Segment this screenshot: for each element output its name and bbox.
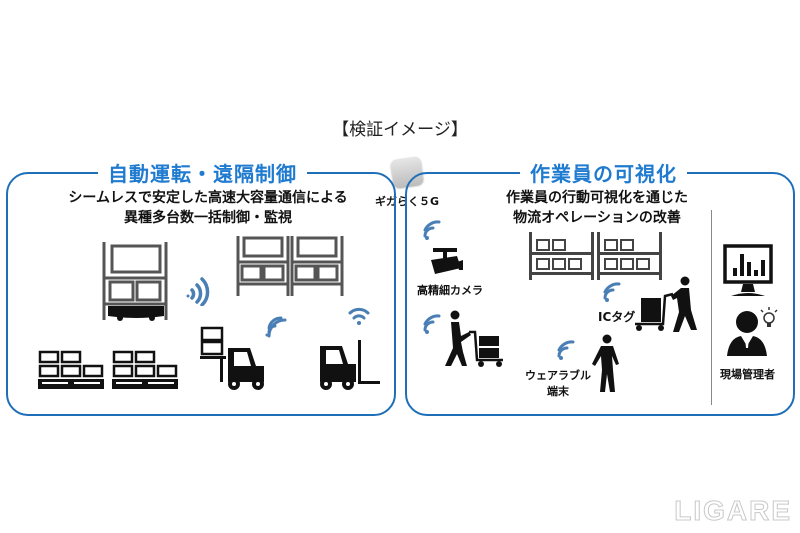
panel-subtitle: 作業員の行動可視化を通じた 物流オペレーションの改善	[477, 188, 717, 228]
forklift-icon	[200, 326, 264, 390]
walking-worker-icon	[592, 334, 619, 392]
wearable-label-line-2: 端末	[547, 385, 569, 398]
wifi-icon	[603, 282, 621, 302]
panel-worker-visualization: 作業員の可視化 作業員の行動可視化を通じた 物流オペレーションの改善 高精細カメ…	[405, 158, 795, 416]
security-camera-icon	[431, 248, 463, 274]
storage-shelf-icon	[529, 232, 662, 280]
subtitle-line-2: 異種多台数一括制御・監視	[124, 210, 292, 226]
pallet-boxes-icon	[112, 350, 178, 389]
worker-with-cart-icon	[445, 310, 503, 367]
section-divider	[711, 210, 712, 405]
wifi-icon	[423, 314, 441, 334]
panel-title: 作業員の可視化	[520, 158, 687, 187]
pallet-boxes-icon	[38, 350, 104, 389]
wearable-label-line-1: ウェアラブル	[525, 369, 591, 382]
wifi-icon	[423, 220, 441, 240]
storage-shelf-icon	[236, 236, 344, 296]
watermark-logo: LIGARE	[674, 495, 792, 527]
dashboard-monitor-icon	[723, 244, 773, 296]
panel-autonomous-control: 自動運転・遠隔制御 シームレスで安定した高速大容量通信による 異種多台数一括制御…	[6, 158, 396, 416]
subtitle-line-1: 作業員の行動可視化を通じた	[506, 190, 688, 206]
worker-with-cart-icon	[635, 276, 697, 332]
subtitle-line-2: 物流オペレーションの改善	[513, 210, 681, 226]
agv-shelf-icon	[102, 242, 168, 321]
panel-title: 自動運転・遠隔制御	[98, 158, 307, 187]
wifi-icon	[348, 307, 370, 325]
wearable-label: ウェアラブル 端末	[525, 368, 591, 400]
manager-label: 現場管理者	[720, 368, 775, 381]
wifi-icon	[265, 316, 287, 338]
camera-label: 高精細カメラ	[417, 284, 483, 297]
forklift-icon	[320, 340, 380, 390]
wifi-icon	[186, 277, 210, 306]
network-label: ギガらく５G	[375, 195, 440, 208]
wifi-icon	[557, 340, 575, 360]
panel-subtitle: シームレスで安定した高速大容量通信による 異種多台数一括制御・監視	[48, 188, 368, 228]
figure-caption: 【検証イメージ】	[332, 120, 468, 140]
ic-tag-label: ICタグ	[598, 310, 636, 324]
manager-with-idea-icon	[727, 307, 778, 356]
subtitle-line-1: シームレスで安定した高速大容量通信による	[68, 190, 348, 206]
